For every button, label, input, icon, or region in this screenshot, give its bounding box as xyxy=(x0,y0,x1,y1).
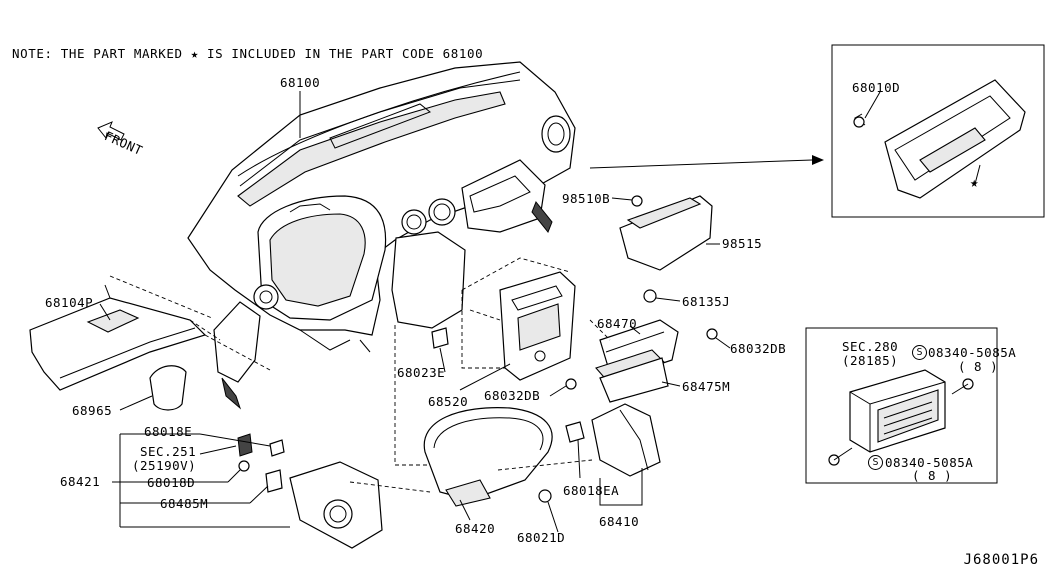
part-68520-drawing xyxy=(499,271,576,381)
part-label-68475M[interactable]: 68475M xyxy=(682,379,731,394)
part-68410-drawing xyxy=(591,403,661,477)
part-label-68010D[interactable]: 68010D xyxy=(852,80,901,95)
s-symbol-icon: S xyxy=(868,455,883,470)
part-68104P-drawing xyxy=(29,284,207,391)
part-68018EA-drawing xyxy=(565,421,585,443)
part-68420-drawing xyxy=(423,407,553,507)
part-label-68410[interactable]: 68410 xyxy=(599,514,640,529)
part-68470-drawing xyxy=(595,319,679,403)
part-label-68965[interactable]: 68965 xyxy=(72,403,113,418)
part-label-98515[interactable]: 98515 xyxy=(722,236,763,251)
part-label-screw-top[interactable]: 08340-5085A xyxy=(928,345,1017,360)
part-68485M-drawing xyxy=(289,461,383,549)
part-68023E-drawing xyxy=(431,327,449,349)
part-label-68421[interactable]: 68421 xyxy=(60,474,101,489)
instrument-panel-drawing xyxy=(187,61,576,410)
part-label-sec251-sub: (25190V) xyxy=(132,458,197,473)
part-label-sec280-sub: (28185) xyxy=(842,353,899,368)
note-text: NOTE: THE PART MARKED ★ IS INCLUDED IN T… xyxy=(12,46,484,61)
part-label-68023E[interactable]: 68023E xyxy=(397,365,446,380)
part-label-68018E[interactable]: 68018E xyxy=(144,424,193,439)
clip-icon xyxy=(269,439,285,457)
screw-icon xyxy=(706,328,718,340)
part-68018D-drawing xyxy=(238,460,250,472)
part-label-68100[interactable]: 68100 xyxy=(280,75,321,90)
front-arrow-icon xyxy=(97,121,125,141)
part-label-sec280[interactable]: SEC.280 xyxy=(842,339,899,354)
star-mark: ★ xyxy=(970,175,979,191)
part-sec251-drawing xyxy=(237,433,253,457)
leader-lines xyxy=(99,91,981,533)
part-label-68485M[interactable]: 68485M xyxy=(160,496,209,511)
screw-bottom-qty: ( 8 ) xyxy=(912,468,953,483)
audio-unit-drawing xyxy=(828,369,974,466)
screw-top-qty: ( 8 ) xyxy=(958,359,999,374)
inset-glove-box-frame xyxy=(831,44,1045,218)
screw-icon xyxy=(565,378,577,390)
inset-glove-box-drawing xyxy=(853,79,1026,199)
clip-icon xyxy=(265,469,283,493)
part-label-68520[interactable]: 68520 xyxy=(428,394,469,409)
part-label-68420[interactable]: 68420 xyxy=(455,521,496,536)
part-98515-drawing xyxy=(619,195,713,271)
part-label-68018D[interactable]: 68018D xyxy=(147,475,196,490)
part-label-sec251[interactable]: SEC.251 xyxy=(140,444,197,459)
part-label-68032DB-center[interactable]: 68032DB xyxy=(484,388,541,403)
part-label-68021D[interactable]: 68021D xyxy=(517,530,566,545)
screw-icon xyxy=(538,489,552,503)
inset-audio-frame xyxy=(805,327,998,484)
part-68965-drawing xyxy=(149,365,187,411)
part-label-68135J[interactable]: 68135J xyxy=(682,294,731,309)
part-label-68104P[interactable]: 68104P xyxy=(45,295,94,310)
guide-line xyxy=(461,290,505,369)
part-label-68470[interactable]: 68470 xyxy=(597,316,638,331)
clip-icon xyxy=(643,289,657,303)
diagram-code: J68001P6 xyxy=(963,552,1039,568)
part-label-68032DB-right[interactable]: 68032DB xyxy=(730,341,787,356)
guide-line xyxy=(461,257,571,291)
part-label-98510B[interactable]: 98510B xyxy=(562,191,611,206)
part-label-screw-bottom[interactable]: 08340-5085A xyxy=(885,455,974,470)
part-label-68018EA[interactable]: 68018EA xyxy=(563,483,620,498)
s-symbol-icon: S xyxy=(912,345,927,360)
